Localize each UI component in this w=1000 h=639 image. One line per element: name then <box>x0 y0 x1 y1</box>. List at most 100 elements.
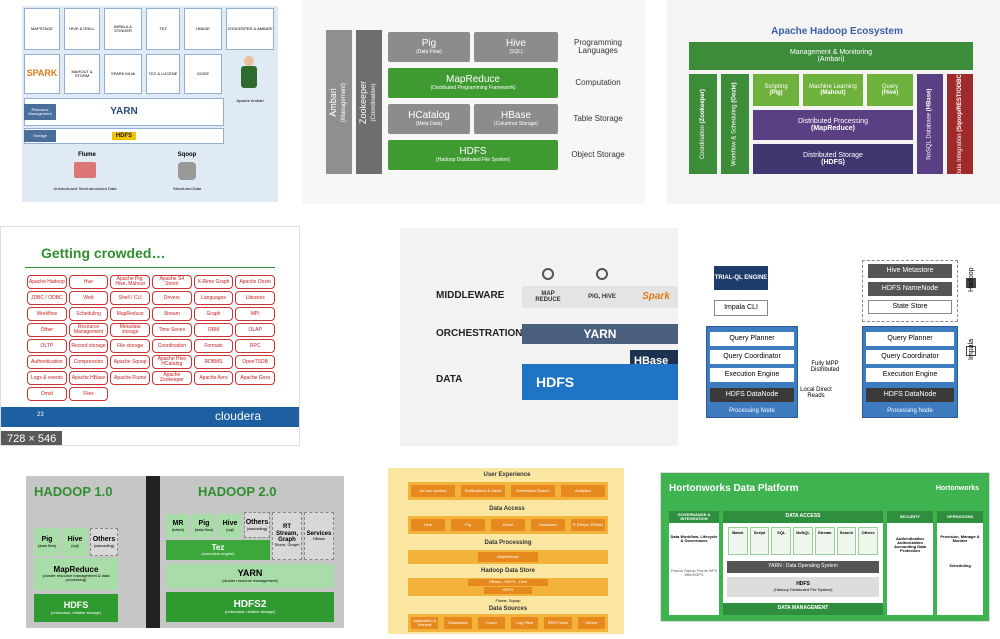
result-thumbnail-9[interactable]: Hortonworks Data Platform Hortonworks GO… <box>660 472 990 622</box>
crowded-item: Apache HBase <box>68 371 109 385</box>
hdfs-box: HDFS(redundant, reliable storage) <box>34 594 118 622</box>
operations-panel: OPERATIONS Provision, Manage & Monitor S… <box>937 511 983 615</box>
crowded-item: Apache Flume <box>110 371 150 385</box>
zookeeper-column: Zookeeper(Coordination) <box>356 30 382 174</box>
crowded-item: Apache Pig, Hive, Mahout <box>110 275 150 289</box>
crowded-item: Record storage <box>68 339 109 353</box>
fully-mpp-label: Fully MPP Distributed <box>810 360 840 373</box>
crowded-item: Shell / CLI <box>110 291 150 305</box>
resource-mgmt-label: Resource Management <box>24 104 56 120</box>
layer-cell: RSS Feeds <box>544 617 572 629</box>
hdp-access-item: Stream <box>814 527 835 555</box>
hdfs2-box: HDFS2(redundant, reliable storage) <box>166 592 334 622</box>
layer-cell: Embedded Search <box>511 485 555 497</box>
processing-label: Data Processing <box>484 539 532 546</box>
hive2-box: Hive(sql) <box>218 514 242 538</box>
crowded-item: RPC <box>235 339 275 353</box>
hdp-access-item: Others <box>858 527 878 555</box>
yarn-box: YARN(cluster resource management) <box>166 564 334 588</box>
label-computation: Computation <box>575 77 621 87</box>
sources-band: Application & Internal Databases Cloud Log … <box>408 614 608 632</box>
legend-impala-label: Impala <box>968 338 975 360</box>
flume-sqoop-label: Flume, Sqoop <box>495 597 521 603</box>
layer-cell: Ad-hoc queries <box>411 485 455 497</box>
image-size-badge: 728 × 546 <box>1 431 63 445</box>
hdfs-datanode-right: HDFS DataNode <box>866 388 954 402</box>
query-planner-right: Query Planner <box>866 332 954 346</box>
crowded-item: ORM <box>193 323 234 337</box>
crowded-item: JDBC / ODBC <box>27 291 67 305</box>
processing-node-label-left: Processing Node <box>729 407 775 414</box>
ml-box: Machine Learning(Mahout) <box>803 74 863 106</box>
nosql-column: NoSQL Database (HBase) <box>917 74 943 174</box>
result-thumbnail-5[interactable]: MIDDLEWARE ORCHESTRATION DATA MAP REDUCE… <box>400 228 678 446</box>
apache-ambari-label: Apache Ambari <box>236 97 264 103</box>
hdfs-bar: HDFS <box>24 128 224 144</box>
social-icons <box>74 162 96 178</box>
dstor-bar: Distributed Storage(HDFS) <box>753 144 913 174</box>
mr-box: MR(batch) <box>166 514 190 538</box>
crowded-item: Apache S4 Storm <box>152 275 192 289</box>
result-thumbnail-3[interactable]: Apache Hadoop Ecosystem Management & Mon… <box>667 0 1000 204</box>
result-thumbnail-1[interactable]: MAPSTAGE HIVE & DRILL IMPALA & STINGER T… <box>2 0 280 204</box>
mapreduce-box: MapReduce(cluster resource management & … <box>34 558 118 590</box>
crowded-item: Hue <box>68 275 109 289</box>
sources-label: Data Sources <box>488 605 528 612</box>
layer-cell: Cloud <box>477 617 505 629</box>
result-thumbnail-6[interactable]: TRIAL-QL ENGINE Impala CLI Query Planner… <box>700 248 1000 424</box>
skull-icon-2 <box>596 268 608 280</box>
layer-cell: Log Files <box>511 617 539 629</box>
middleware-band <box>522 286 678 308</box>
result-thumbnail-7[interactable]: HADOOP 1.0 HADOOP 2.0 Pig(data flow) Hiv… <box>26 476 344 628</box>
hdp-title: Hortonworks Data Platform <box>669 483 799 494</box>
crowded-item: Drivers <box>152 291 192 305</box>
impala-cli: Impala CLI <box>714 300 768 316</box>
layer-cell: Datameer <box>531 519 565 531</box>
crowded-item: RDBMS <box>193 355 234 369</box>
hbase-box: HBase(Columnar Storage) <box>474 104 558 134</box>
crowded-item: Metadata storage <box>110 323 150 337</box>
cloudera-footer: 23 cloudera <box>1 407 299 427</box>
box-tez-lucene: TEZ & LUCENE <box>146 54 180 94</box>
crowded-item: Apache Gora <box>235 371 275 385</box>
title-rule <box>25 267 275 268</box>
crowded-item: Authentication <box>27 355 67 369</box>
mapreduce-label: MAP REDUCE <box>535 290 561 303</box>
label-orchestration: ORCHESTRATION <box>436 328 523 339</box>
legend-hadoop-label: Hadoop <box>968 267 975 292</box>
layer-cell: Application & Internal <box>411 617 439 629</box>
execution-engine-right: Execution Engine <box>866 368 954 382</box>
crowded-item: Apache Hadoop <box>27 275 67 289</box>
crowded-item: Apache Oozie <box>235 275 275 289</box>
label-table-storage: Table Storage <box>573 113 623 123</box>
crowded-item: OLTP <box>27 339 67 353</box>
hdfs-bar: HDFS <box>522 364 678 400</box>
pig-box: Pig(Data Flow) <box>388 32 470 62</box>
crowded-item: Coordination <box>152 339 192 353</box>
crowded-item: Omid <box>27 387 67 401</box>
layer-cell: Databases <box>444 617 472 629</box>
hdp-access-item: Batch <box>728 527 748 555</box>
crowded-item: Stream <box>152 307 192 321</box>
hdp-access-item: NoSQL <box>793 527 813 555</box>
yarn-bar: YARN <box>522 324 678 344</box>
spark-logo: Spark <box>642 290 670 302</box>
gov-panel: GOVERNANCE & INTEGRATION Data Workflow, … <box>669 511 719 615</box>
hortonworks-logo: Hortonworks <box>935 485 979 492</box>
structured-label: Structured Data <box>172 185 201 191</box>
hadoop-2-title: HADOOP 2.0 <box>198 484 277 499</box>
workflow-column: Workflow & Scheduling (Oozie) <box>721 74 749 174</box>
box-spark: SPARK <box>24 54 60 94</box>
hive-box: Hive(SQL) <box>474 32 558 62</box>
crowded-item: Compression <box>68 355 109 369</box>
pig2-box: Pig(data flow) <box>192 514 216 538</box>
query-coordinator-right: Query Coordinator <box>866 350 954 364</box>
result-thumbnail-2[interactable]: Ambari(Management) Zookeeper(Coordinatio… <box>302 0 645 204</box>
crowded-item: Web <box>68 291 109 305</box>
hdp-access-item: Search <box>836 527 857 555</box>
dproc-bar: Distributed Processing(MapReduce) <box>753 110 913 140</box>
